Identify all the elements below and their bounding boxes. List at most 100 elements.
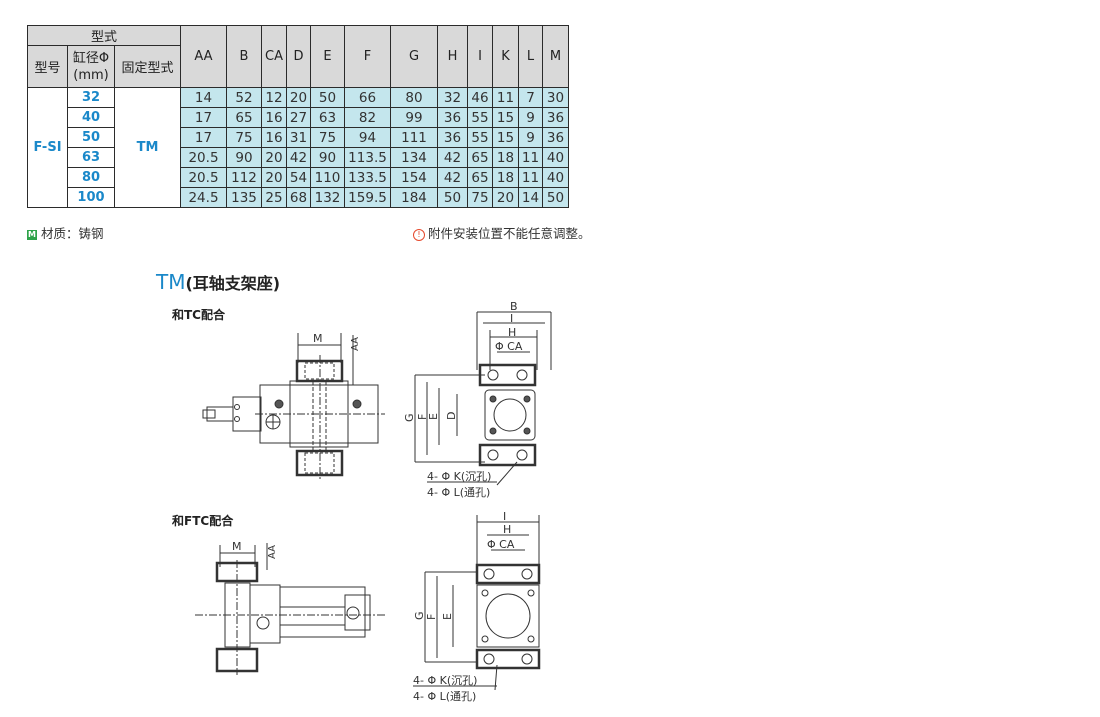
dim-value-cell: 40	[542, 147, 569, 168]
dim-value-cell: 14	[180, 87, 227, 108]
dim-label-ca: Φ CA	[495, 340, 523, 353]
dim-value-cell: 90	[310, 147, 345, 168]
dim-value-cell: 20	[492, 187, 519, 208]
bore-cell: 63	[67, 147, 115, 168]
dim-value-cell: 159.5	[344, 187, 391, 208]
dim-value-cell: 12	[261, 87, 287, 108]
dim-value-cell: 50	[542, 187, 569, 208]
dim-value-cell: 25	[261, 187, 287, 208]
ftc-dim-label-m: M	[232, 540, 242, 553]
dim-value-cell: 65	[226, 107, 262, 128]
dim-value-cell: 20	[261, 167, 287, 188]
dim-header: G	[390, 25, 438, 88]
dim-value-cell: 40	[542, 167, 569, 188]
type-group-header: 型式	[27, 25, 181, 46]
dim-value-cell: 11	[518, 147, 543, 168]
material-text: 材质：铸钢	[41, 226, 104, 241]
dim-label-g: G	[405, 413, 416, 422]
ftc-dim-label-i: I	[503, 510, 506, 523]
material-note: M 材质：铸钢	[27, 223, 104, 242]
dim-header: I	[467, 25, 493, 88]
ftc-front-view-drawing: I H Φ CA G F E 4- Φ K(沉孔) 4- Φ L(通孔)	[413, 510, 541, 703]
dim-value-cell: 16	[261, 107, 287, 128]
dim-value-cell: 42	[437, 147, 468, 168]
ftc-dim-label-ca: Φ CA	[487, 538, 515, 551]
dim-header: AA	[180, 25, 227, 88]
dim-value-cell: 17	[180, 127, 227, 148]
model-cell: F-SI	[27, 87, 68, 208]
dim-value-cell: 9	[518, 127, 543, 148]
dim-value-cell: 134	[390, 147, 438, 168]
dim-value-cell: 42	[437, 167, 468, 188]
section-subtitle: (耳轴支架座)	[185, 274, 281, 293]
caution-note: !附件安装位置不能任意调整。	[413, 223, 591, 242]
dim-label-f: F	[416, 414, 429, 420]
dim-value-cell: 52	[226, 87, 262, 108]
dim-value-cell: 75	[310, 127, 345, 148]
l-hole-label: 4- Φ L(通孔)	[427, 486, 490, 499]
dim-label-e: E	[427, 413, 440, 420]
caption-ftc: 和FTC配合	[172, 514, 234, 528]
dim-header: M	[542, 25, 569, 88]
dim-value-cell: 9	[518, 107, 543, 128]
dim-value-cell: 14	[518, 187, 543, 208]
bore-cell: 50	[67, 127, 115, 148]
bore-cell: 32	[67, 87, 115, 108]
dim-header: K	[492, 25, 519, 88]
dim-label-h: H	[508, 326, 516, 339]
dim-value-cell: 46	[467, 87, 493, 108]
caution-icon: !	[413, 229, 425, 241]
dim-value-cell: 55	[467, 107, 493, 128]
dim-value-cell: 113.5	[344, 147, 391, 168]
bore-header-line2: (mm)	[73, 67, 109, 83]
dim-value-cell: 18	[492, 167, 519, 188]
dim-header: L	[518, 25, 543, 88]
dim-value-cell: 184	[390, 187, 438, 208]
section-title-code: TM	[156, 270, 186, 294]
dim-label-aa: AA	[350, 337, 361, 351]
dim-value-cell: 24.5	[180, 187, 227, 208]
dim-value-cell: 63	[310, 107, 345, 128]
dim-value-cell: 80	[390, 87, 438, 108]
dim-value-cell: 36	[437, 127, 468, 148]
dim-value-cell: 16	[261, 127, 287, 148]
dim-value-cell: 20.5	[180, 167, 227, 188]
dim-value-cell: 36	[437, 107, 468, 128]
ftc-dim-label-e: E	[441, 613, 454, 620]
dim-value-cell: 7	[518, 87, 543, 108]
dim-value-cell: 36	[542, 127, 569, 148]
material-icon: M	[27, 230, 37, 240]
dim-label-i: I	[510, 312, 513, 325]
ftc-dim-label-g: G	[413, 611, 426, 620]
dim-value-cell: 31	[286, 127, 311, 148]
dim-value-cell: 65	[467, 167, 493, 188]
dim-value-cell: 94	[344, 127, 391, 148]
dim-value-cell: 133.5	[344, 167, 391, 188]
ftc-dim-label-f: F	[425, 614, 438, 620]
dim-value-cell: 42	[286, 147, 311, 168]
dim-value-cell: 132	[310, 187, 345, 208]
dim-value-cell: 111	[390, 127, 438, 148]
bore-cell: 80	[67, 167, 115, 188]
dim-value-cell: 15	[492, 107, 519, 128]
dim-value-cell: 54	[286, 167, 311, 188]
ftc-side-view-drawing: M AA	[195, 540, 385, 675]
bore-col-header: 缸径Φ (mm)	[67, 45, 115, 88]
dim-label-d: D	[445, 412, 458, 420]
dim-header: D	[286, 25, 311, 88]
dim-label-b: B	[510, 300, 518, 313]
dim-value-cell: 154	[390, 167, 438, 188]
dim-value-cell: 27	[286, 107, 311, 128]
dim-value-cell: 20	[261, 147, 287, 168]
dim-value-cell: 65	[467, 147, 493, 168]
dim-value-cell: 82	[344, 107, 391, 128]
dim-value-cell: 75	[467, 187, 493, 208]
dim-value-cell: 90	[226, 147, 262, 168]
model-col-header: 型号	[27, 45, 68, 88]
tc-front-view-drawing: B I H Φ CA G F E D 4- Φ K(沉孔) 4- Φ L(通孔)	[405, 300, 552, 499]
dim-value-cell: 66	[344, 87, 391, 108]
